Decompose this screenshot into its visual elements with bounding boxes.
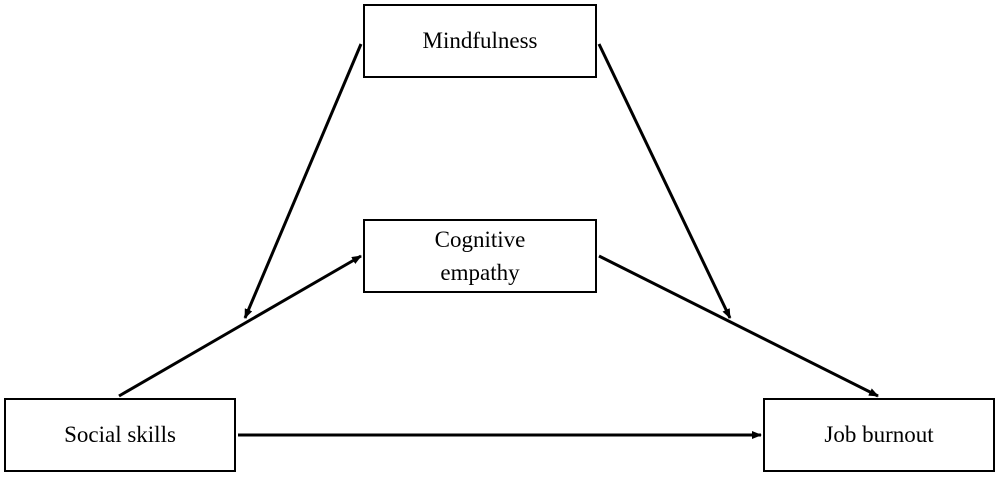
arrow-mindfulness-to-social-empathy-path: [243, 43, 363, 319]
arrow-mindfulness-to-empathy-burnout-path: [597, 43, 732, 319]
node-job-burnout-label: Job burnout: [824, 422, 934, 448]
node-cognitive-empathy-label-line1: Cognitive: [434, 226, 526, 252]
node-mindfulness-label: Mindfulness: [422, 28, 538, 54]
node-cognitive-empathy: Cognitive empathy: [363, 219, 597, 293]
arrow-cognitive-empathy-to-job-burnout: [598, 254, 879, 398]
node-mindfulness: Mindfulness: [363, 4, 597, 78]
node-social-skills-label: Social skills: [64, 422, 176, 448]
node-cognitive-empathy-label-line2: empathy: [440, 260, 520, 285]
node-job-burnout: Job burnout: [763, 398, 995, 472]
arrow-social-skills-to-cognitive-empathy: [118, 254, 362, 398]
node-social-skills: Social skills: [4, 398, 236, 472]
